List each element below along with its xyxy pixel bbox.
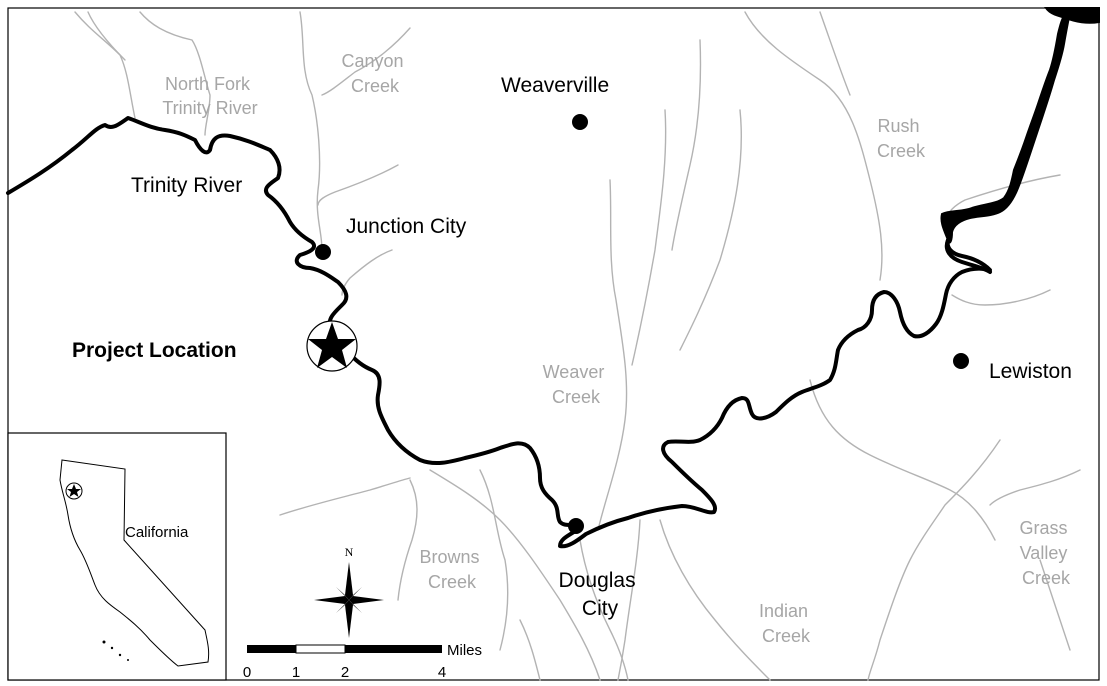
- map-frame: [7, 7, 1100, 681]
- scale-segment-0-1: [247, 645, 296, 653]
- creek-network: [74, 11, 1081, 681]
- label-trinity-river: Trinity River: [131, 174, 242, 197]
- creek-north-fork: [74, 11, 136, 119]
- inset-star-icon: [67, 484, 81, 497]
- creek-indian-branch: [617, 519, 641, 681]
- creek-weaver-west: [597, 179, 628, 531]
- scale-segment-2-4: [345, 645, 442, 653]
- label-weaverville: Weaverville: [501, 74, 609, 97]
- label-canyon-creek: Canyon Creek: [341, 51, 408, 96]
- label-weaver-creek: Weaver Creek: [543, 362, 610, 407]
- scale-tick-4: 4: [438, 664, 446, 681]
- creek-rush-branch: [819, 11, 851, 96]
- creek-browns-west: [279, 477, 411, 516]
- creek-north-fork-branch-2: [87, 11, 126, 61]
- label-indian-creek: Indian Creek: [759, 601, 813, 646]
- creek-indian: [659, 519, 771, 681]
- creek-canyon: [299, 11, 323, 251]
- scale-tick-1: 1: [292, 664, 300, 681]
- creek-browns: [397, 479, 418, 601]
- inset-label-california: California: [125, 524, 189, 541]
- creek-grass-valley-branch: [989, 469, 1081, 506]
- label-rush-creek: Rush Creek: [877, 116, 926, 161]
- creek-lewiston: [951, 289, 1051, 306]
- creek-weaver-east-2: [671, 39, 702, 251]
- town-marker-weaverville: [572, 114, 588, 130]
- creek-canyon-branch: [321, 27, 411, 96]
- star-icon: [308, 322, 356, 368]
- town-marker-junction-city: [315, 244, 331, 260]
- trinity-river-lake-channel: [944, 238, 992, 274]
- creek-grass-valley-main: [809, 379, 996, 541]
- creek-canyon-branch-2: [317, 164, 399, 206]
- creek-rush: [744, 11, 883, 281]
- label-junction-city: Junction City: [346, 215, 467, 238]
- creek-browns-south: [479, 469, 509, 651]
- creek-grass-valley: [867, 439, 1001, 681]
- inset-map: California: [7, 432, 227, 681]
- project-location-marker: [306, 320, 358, 372]
- california-outline: [59, 459, 210, 667]
- california-islands: [102, 640, 129, 661]
- creek-north-fork-branch: [139, 11, 211, 136]
- label-grass-valley-creek: Grass Valley Creek: [1019, 518, 1072, 588]
- label-project-location: Project Location: [72, 339, 237, 362]
- label-douglas-city: Douglas City: [559, 569, 642, 620]
- creek-weaver-east: [679, 109, 742, 351]
- creek-browns-branch: [429, 469, 601, 681]
- creek-douglas-south: [579, 539, 629, 681]
- scale-tick-0: 0: [243, 664, 251, 681]
- creek-junction-tributary: [341, 249, 393, 296]
- north-label: N: [345, 545, 354, 559]
- scale-tick-2: 2: [341, 664, 349, 681]
- lewiston-lake: [940, 11, 1072, 244]
- label-north-fork: North Fork Trinity River: [162, 74, 257, 118]
- label-lewiston: Lewiston: [989, 360, 1072, 383]
- town-marker-lewiston: [953, 353, 969, 369]
- label-browns-creek: Browns Creek: [419, 547, 484, 592]
- scale-unit-label: Miles: [447, 642, 482, 659]
- creek-weaver-mid: [631, 109, 667, 366]
- trinity-river: [6, 116, 992, 549]
- creek-grass-valley-tail: [1039, 559, 1071, 651]
- creek-sw: [519, 619, 541, 681]
- north-arrow: N: [314, 545, 384, 638]
- town-marker-douglas-city: [568, 518, 584, 534]
- trinity-lake-corner: [1044, 7, 1100, 24]
- compass-rose-icon: [314, 562, 384, 638]
- scale-segment-1-2: [295, 644, 346, 654]
- scale-bar: 0 1 2 4 Miles: [243, 642, 482, 681]
